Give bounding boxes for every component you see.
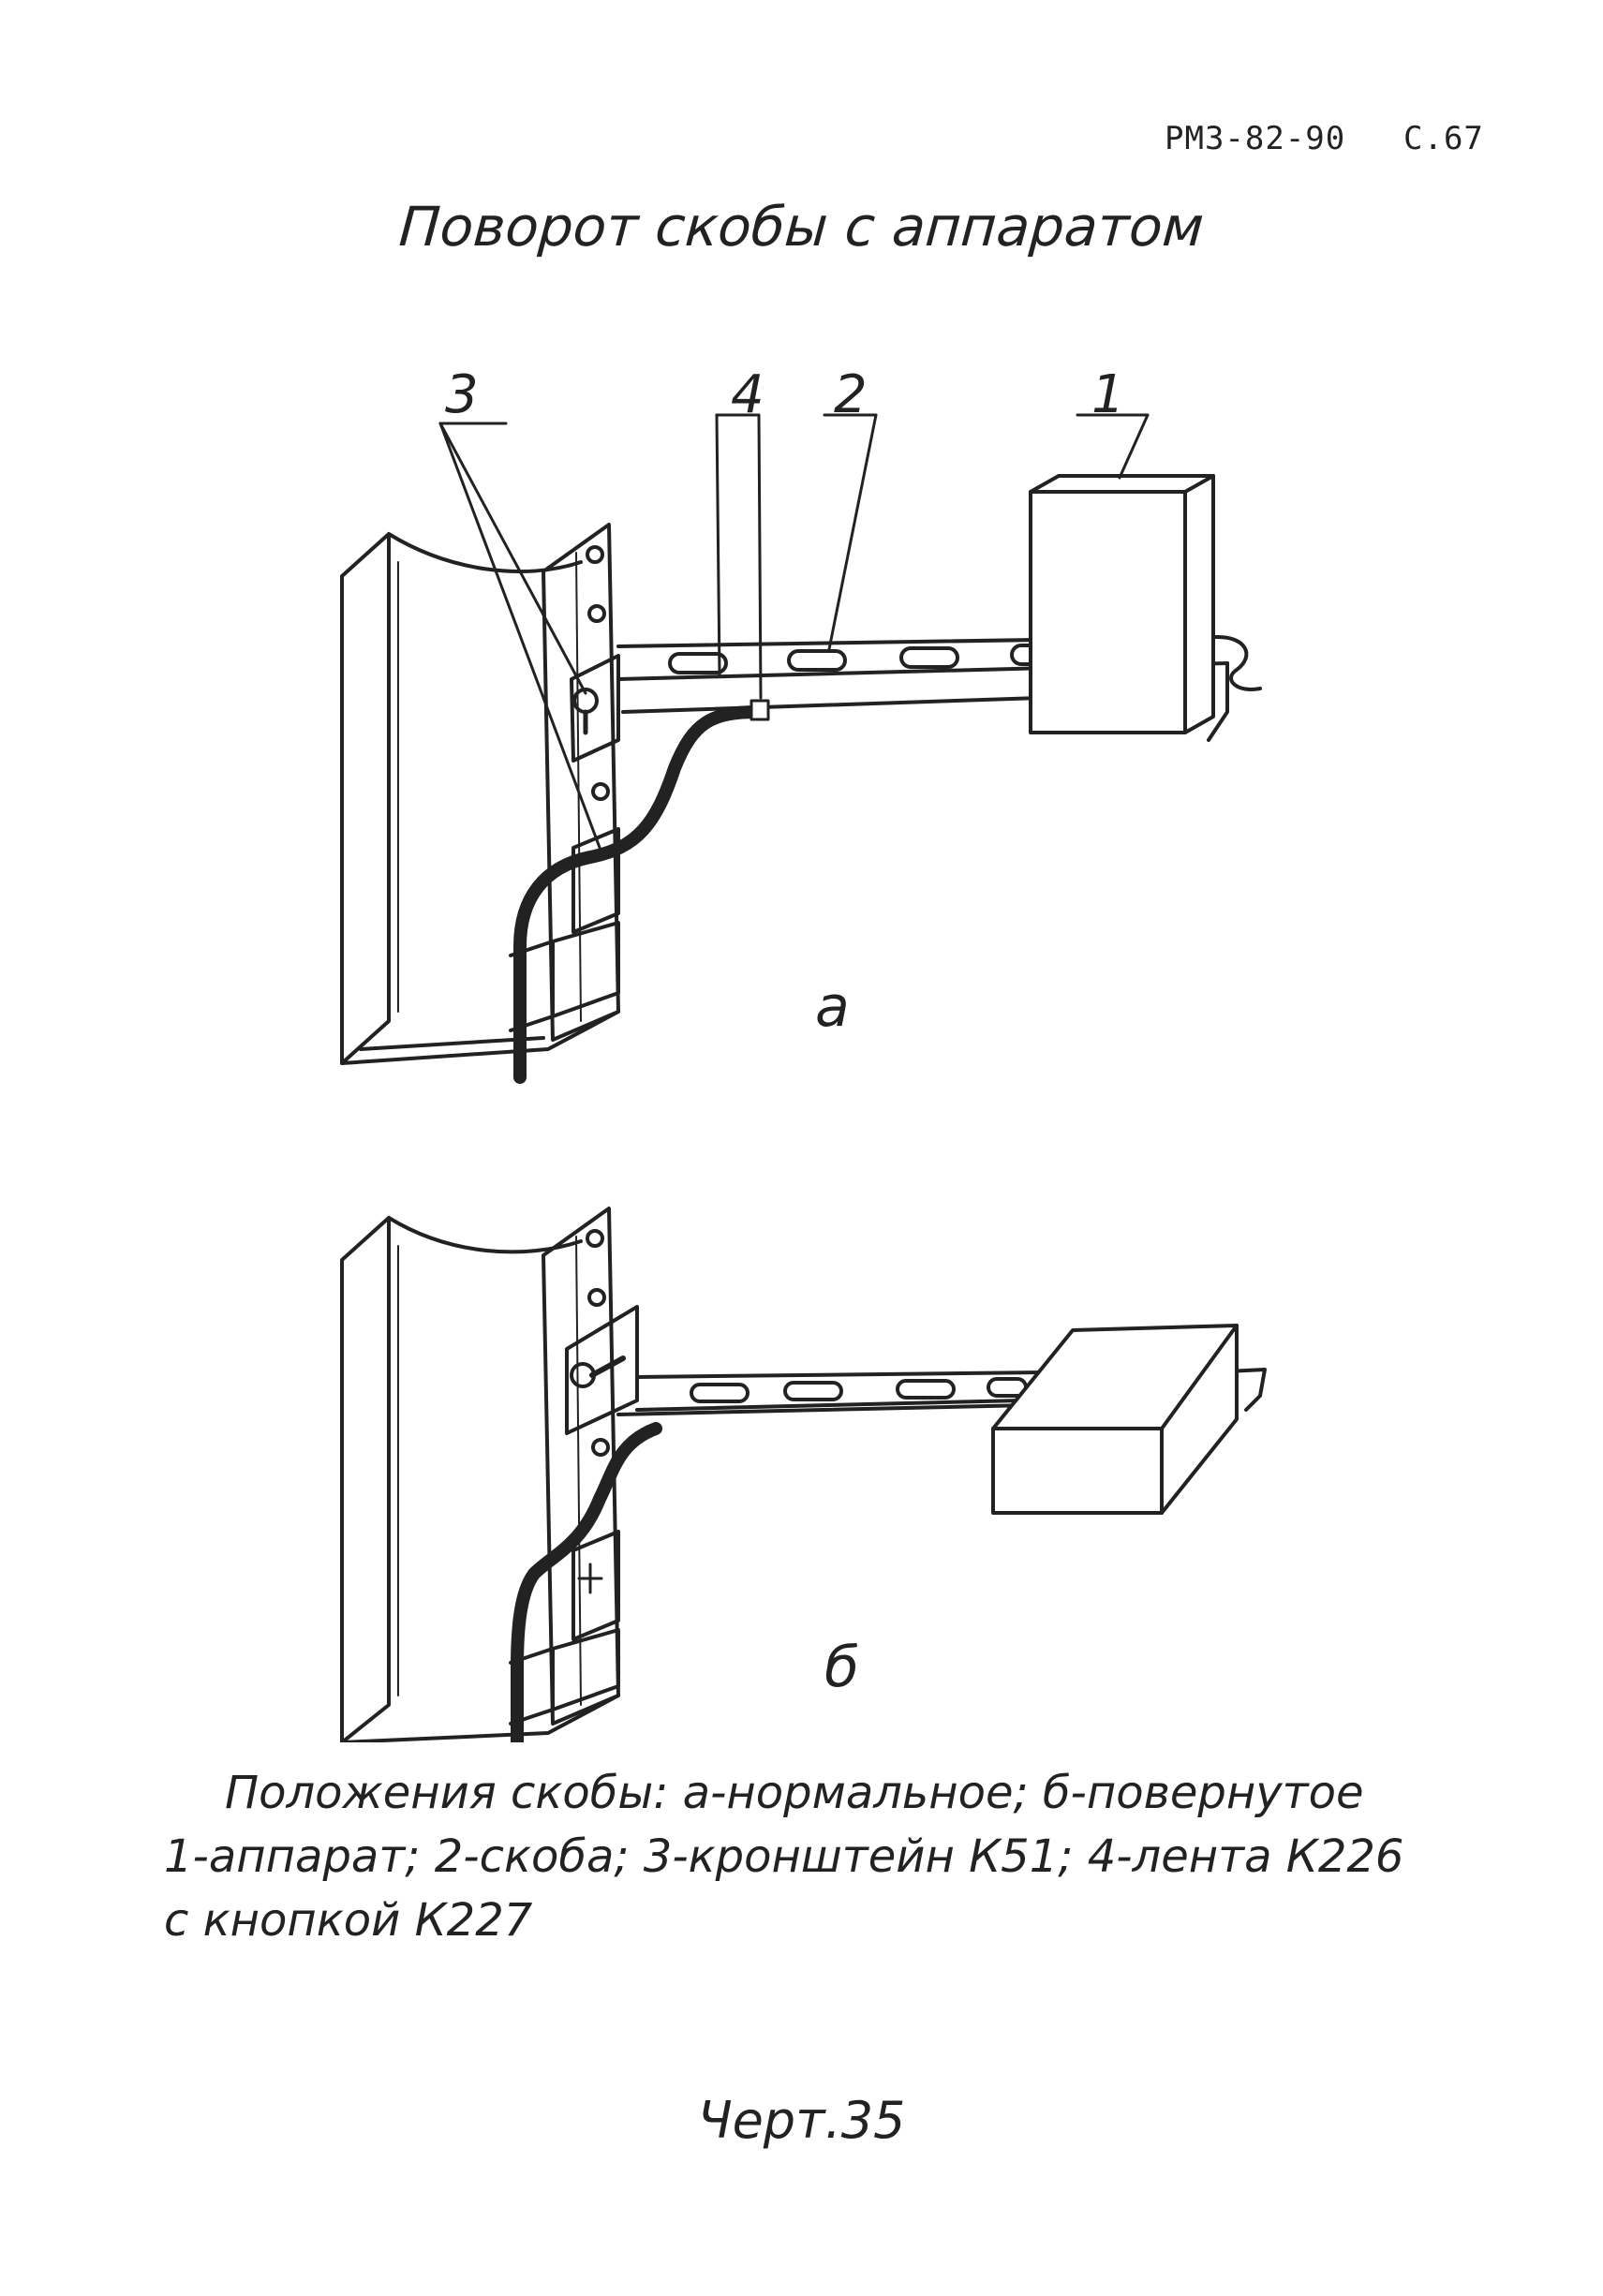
view-label-b: б <box>824 1635 859 1700</box>
cable-a <box>513 705 765 1084</box>
cable-b <box>511 1422 662 1742</box>
caption-line-legend: 1-аппарат; 2-скоба; 3-кронштейн К51; 4-л… <box>164 1830 1404 1883</box>
apparatus-box-b <box>991 1324 1239 1515</box>
slotted-brace-b <box>616 1368 1267 1416</box>
page-number: С.67 <box>1403 120 1484 157</box>
tape-k226-a <box>750 699 770 721</box>
leader-lines-a <box>438 413 1150 854</box>
caption-line-legend-cont: с кнопкой К227 <box>164 1894 533 1947</box>
technical-drawing: 3 4 2 1 а <box>340 364 1267 1742</box>
figure-number: Черт.35 <box>697 2091 906 2150</box>
view-label-a: а <box>815 974 850 1040</box>
caption-line-positions: Положения скобы: а-нормальное; б-поверну… <box>225 1767 1364 1819</box>
bracket-k51-a <box>509 654 620 1032</box>
callout-1: 1 <box>1091 364 1125 425</box>
document-code: РМ3-82-90 <box>1165 120 1346 157</box>
cable-tray-b <box>340 1207 620 1742</box>
figure-caption: Положения скобы: а-нормальное; б-поверну… <box>164 1761 1438 1952</box>
view-b-drawing: б <box>340 1207 1267 1742</box>
callout-4: 4 <box>731 364 764 425</box>
view-a-drawing: 3 4 2 1 а <box>340 364 1262 1084</box>
bracket-k51-b <box>509 1305 639 1726</box>
callout-3: 3 <box>445 364 479 425</box>
cable-tray-a <box>340 523 620 1065</box>
callout-2: 2 <box>834 364 868 425</box>
apparatus-box-a <box>1029 474 1215 734</box>
